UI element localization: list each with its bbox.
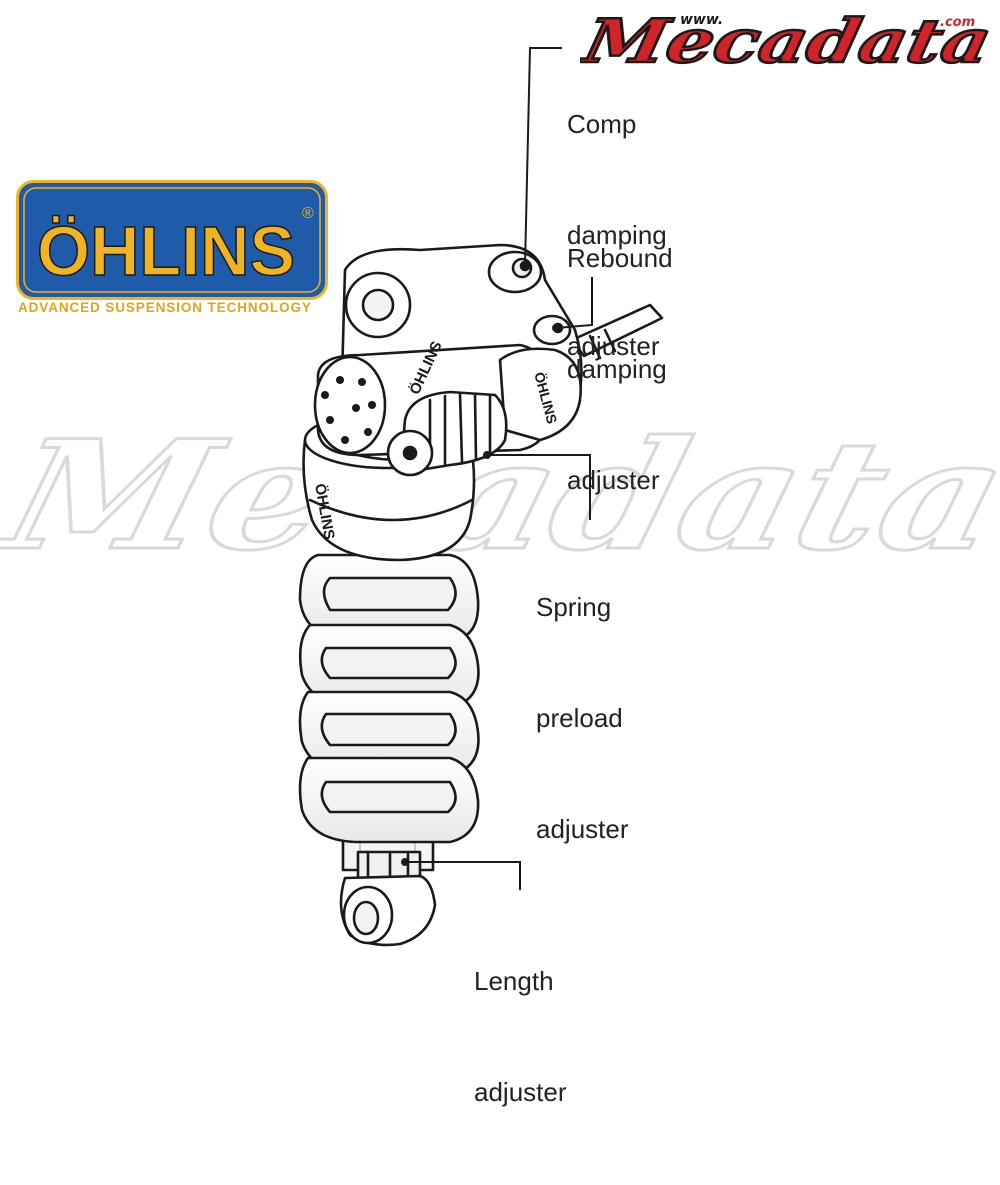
compression-adjuster xyxy=(487,250,543,294)
ohlins-tagline: ADVANCED SUSPENSION TECHNOLOGY xyxy=(18,300,312,315)
mecadata-com: .com xyxy=(940,15,975,30)
callout-spring-preload: Spring preload adjuster xyxy=(536,515,629,922)
leader-compression xyxy=(524,47,562,267)
callout-rebound-damping: Rebound damping adjuster xyxy=(567,166,673,573)
leader-length xyxy=(405,861,521,890)
callout-rebound-line1: Rebound xyxy=(567,243,673,273)
callout-length-line1: Length xyxy=(474,966,554,996)
rebound-adjuster xyxy=(532,314,572,346)
ohlins-badge: ÖHLINS ® xyxy=(16,180,328,300)
spring-collar xyxy=(302,438,476,562)
callout-rebound-line2: damping xyxy=(567,354,667,384)
ohlins-wordmark: ÖHLINS xyxy=(37,212,295,290)
callout-spring-line2: preload xyxy=(536,703,623,733)
coil-spring xyxy=(298,553,480,844)
mecadata-logo-text: Mecadata xyxy=(580,7,998,77)
spring-preload-knob xyxy=(386,390,508,477)
callout-spring-line3: adjuster xyxy=(536,814,629,844)
callout-compression-line1: Comp xyxy=(567,109,637,139)
callout-rebound-line3: adjuster xyxy=(567,465,660,495)
shock-absorber-illustration: ÖHLINS ÖHLINS ÖHLINS xyxy=(298,47,664,947)
mecadata-logo: Mecadata www. .com xyxy=(580,5,999,78)
diagram-canvas: Mecadata xyxy=(0,5,1000,1107)
callout-length-line2: adjuster xyxy=(474,1077,567,1107)
callout-compression-line3: adjuster xyxy=(567,331,660,361)
leader-rebound xyxy=(555,277,593,329)
leader-spring-preload xyxy=(487,454,591,520)
registered-mark: ® xyxy=(302,205,314,222)
mecadata-www: www. xyxy=(680,12,723,28)
reservoir-cap-holes xyxy=(321,376,376,444)
callout-compression-damping: Comp damping adjuster xyxy=(567,32,667,439)
callout-length: Length adjuster xyxy=(474,889,567,1185)
callout-spring-line1: Spring xyxy=(536,592,612,622)
callout-leader-lines xyxy=(401,47,593,890)
callout-compression-line2: damping xyxy=(567,220,667,250)
